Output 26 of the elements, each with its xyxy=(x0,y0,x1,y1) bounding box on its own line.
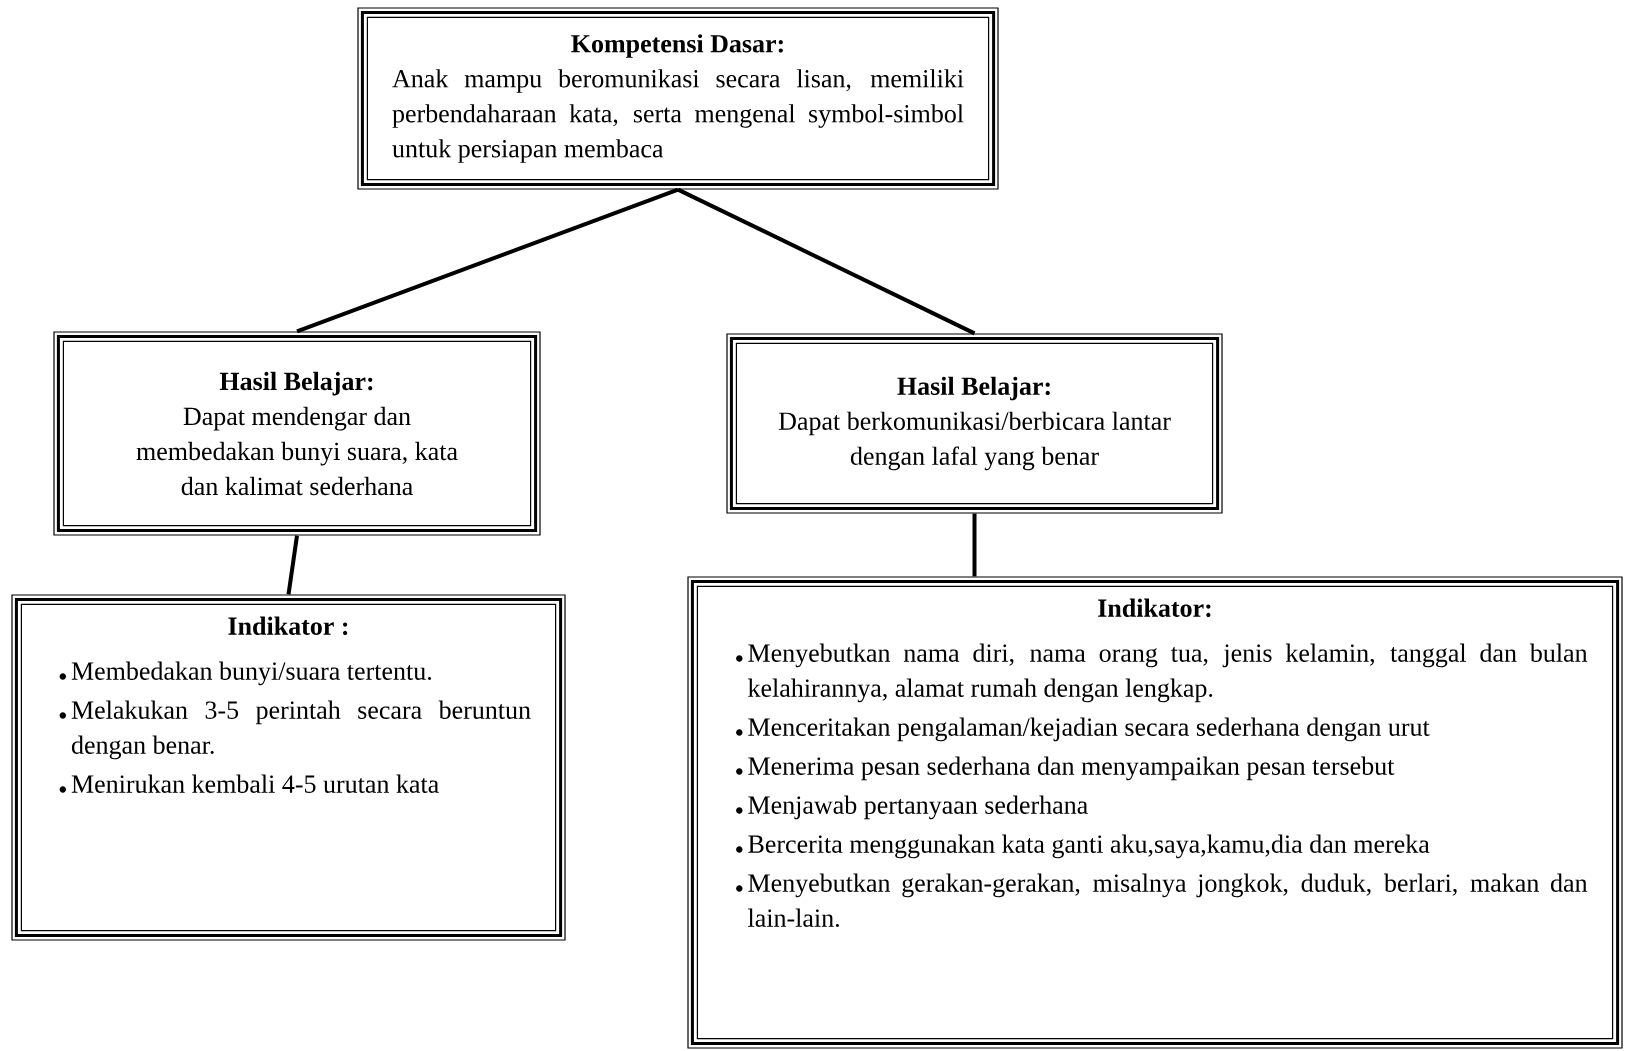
framed-box xyxy=(687,576,1623,1049)
heading: Hasil Belajar: xyxy=(219,371,373,396)
list-item: Bercerita menggunakan kata ganti aku,saya,kamu,dia dan mereka xyxy=(748,834,1430,859)
connector-line xyxy=(286,535,299,595)
heading: Indikator: xyxy=(1098,598,1211,617)
list-item: Menirukan kembali 4-5 urutan kata xyxy=(71,774,439,793)
list-item: Menyebutkan gerakan-gerakan, misalnya jongkok, duduk, berlari, makan dan lain-lain. xyxy=(748,873,1588,927)
framed-box xyxy=(357,7,999,190)
list-item: Menjawab pertanyaan sederhana xyxy=(748,795,1088,820)
list-item: Membedakan bunyi/suara tertentu. xyxy=(71,661,432,686)
heading: Kompetensi Dasar: xyxy=(571,34,783,58)
body-text: Dapat berkomunikasi/berbicara lantar dengan lafal yang benar xyxy=(778,411,1171,471)
connector-line xyxy=(972,513,977,577)
framed-box xyxy=(726,333,1223,514)
list-item: Menyebutkan nama diri, nama orang tua, jenis kelamin, tanggal dan bulan kelahirannya, alamat rumah dengan lengkap. xyxy=(748,643,1588,703)
body-text: Dapat mendengar dan membedakan bunyi suara, kata dan kalimat sederhana xyxy=(136,406,458,496)
heading: Indikator : xyxy=(228,616,348,635)
list-item: Menerima pesan sederhana dan menyampaikan pesan tersebut xyxy=(748,756,1395,781)
framed-box xyxy=(11,594,566,941)
body-text: Anak mampu beromunikasi secara lisan, memiliki perbendaharaan kata, serta mengenal symbol-simbol untuk persiapan membaca xyxy=(392,69,964,163)
list-item: Menceritakan pengalaman/kejadian secara sederhana dengan urut xyxy=(748,717,1430,742)
connector-line xyxy=(677,187,976,336)
framed-box xyxy=(53,331,541,536)
connector-line xyxy=(296,187,679,334)
list-item: Melakukan 3-5 perintah secara beruntun dengan benar. xyxy=(71,700,531,760)
heading: Hasil Belajar: xyxy=(897,376,1050,401)
